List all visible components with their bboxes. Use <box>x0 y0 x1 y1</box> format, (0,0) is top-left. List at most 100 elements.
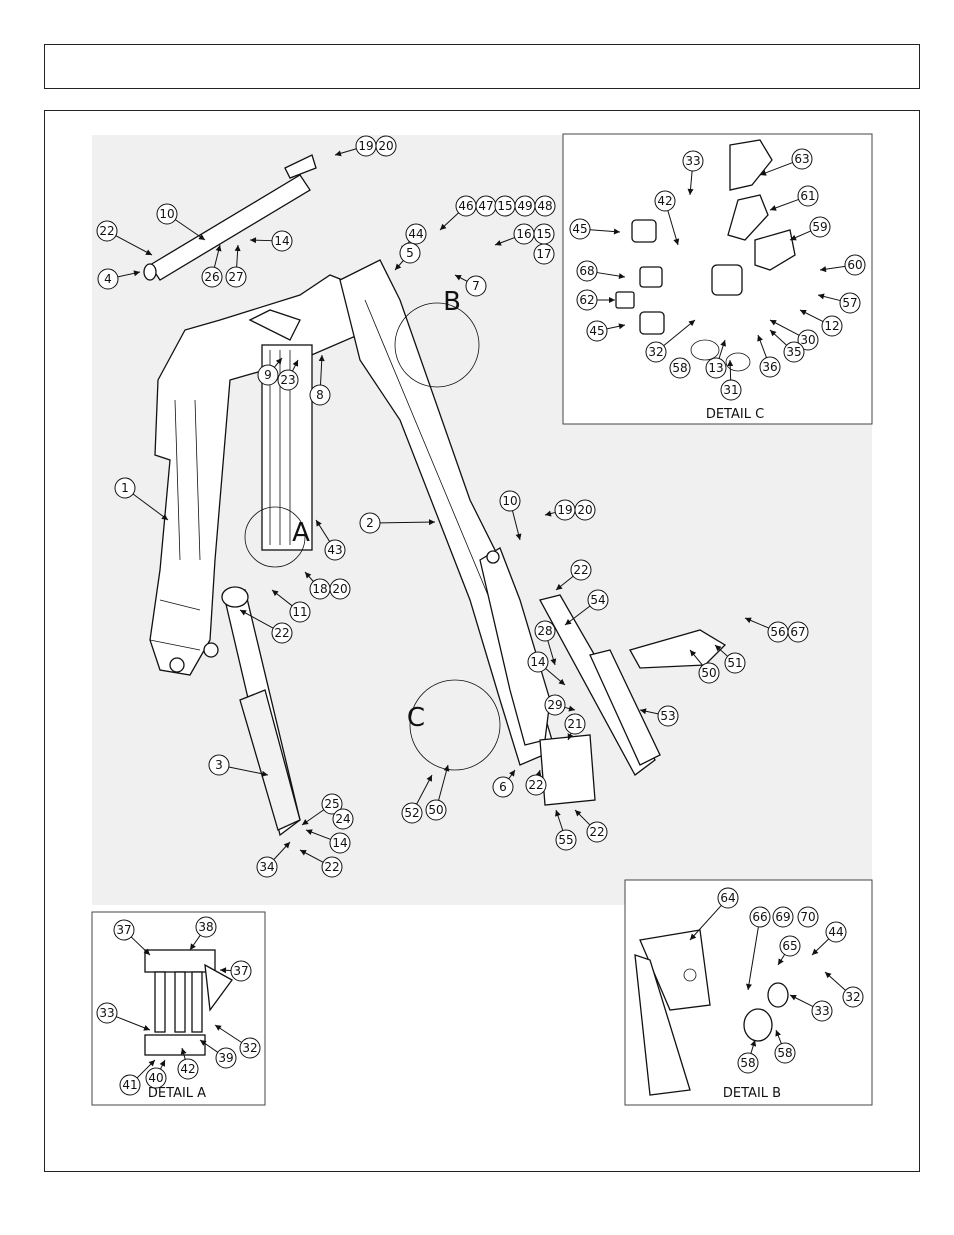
leader-arrowhead <box>775 1030 781 1037</box>
callout-main-5: 5 <box>394 242 421 271</box>
leader-arrowhead <box>613 228 620 235</box>
callout-main-24: 24 <box>332 808 354 830</box>
callout-circle <box>570 559 592 581</box>
callout-circle <box>96 220 118 242</box>
callout-main-16: 16 <box>494 223 535 246</box>
callout-detail-b-69: 69 <box>772 906 794 928</box>
top-cylinder-part <box>143 154 317 281</box>
leader-line <box>689 905 722 941</box>
callout-number: 44 <box>408 227 423 241</box>
callout-detail-b-65: 65 <box>777 935 801 966</box>
callout-number: 53 <box>660 709 675 723</box>
callout-number: 25 <box>324 797 339 811</box>
callout-circle <box>825 921 847 943</box>
callout-circle <box>256 856 278 878</box>
callout-detail-c-33: 33 <box>682 150 704 196</box>
callout-main-55: 55 <box>555 809 577 851</box>
callout-circle <box>842 986 864 1008</box>
callout-circle <box>645 341 667 363</box>
callout-detail-c-63: 63 <box>759 148 813 176</box>
callout-circle <box>669 357 691 379</box>
callout-number: 67 <box>790 625 805 639</box>
leader-arrowhead <box>180 1048 187 1055</box>
callout-number: 50 <box>428 803 443 817</box>
callout-number: 14 <box>332 836 347 850</box>
callout-main-53: 53 <box>639 705 679 727</box>
leader-arrowhead <box>198 234 205 240</box>
callout-number: 70 <box>800 910 815 924</box>
callout-number: 15 <box>536 227 551 241</box>
callout-main-47: 47 <box>475 195 497 217</box>
callout-circle <box>201 266 223 288</box>
callout-circle <box>405 223 427 245</box>
callout-circle <box>145 1067 167 1089</box>
callout-number: 42 <box>180 1062 195 1076</box>
callout-number: 42 <box>657 194 672 208</box>
callout-circle <box>772 906 794 928</box>
leader-arrowhead <box>800 310 807 316</box>
callout-detail-c-45: 45 <box>586 320 626 342</box>
callout-number: 45 <box>572 222 587 236</box>
callout-number: 43 <box>327 543 342 557</box>
callout-circle <box>113 919 135 941</box>
leader-arrowhead <box>820 266 827 273</box>
callout-main-14: 14 <box>249 230 293 252</box>
callout-number: 22 <box>274 626 289 640</box>
callout-number: 24 <box>335 812 350 826</box>
leader-arrowhead <box>306 829 313 835</box>
callout-circle <box>375 135 397 157</box>
leader-arrowhead <box>292 360 298 367</box>
callout-circle <box>797 906 819 928</box>
callout-number: 27 <box>228 270 243 284</box>
callout-circle <box>717 887 739 909</box>
callout-circle <box>682 150 704 172</box>
leader-arrowhead <box>261 770 268 777</box>
callout-main-20: 20 <box>375 135 397 157</box>
callout-main-50: 50 <box>689 649 720 684</box>
detail-b-plate <box>634 929 789 1096</box>
callout-number: 62 <box>579 293 594 307</box>
callout-circle <box>586 821 608 843</box>
leader-arrowhead <box>790 995 797 1001</box>
callout-circle <box>97 268 119 290</box>
callout-number: 37 <box>233 964 248 978</box>
leader-arrowhead <box>240 610 247 616</box>
leader-arrowhead <box>300 850 307 856</box>
callout-number: 64 <box>720 891 735 905</box>
callout-circle <box>797 185 819 207</box>
leader-arrowhead <box>720 340 727 347</box>
callout-main-22: 22 <box>555 559 592 591</box>
callout-number: 2 <box>366 516 374 530</box>
callout-number: 16 <box>516 227 531 241</box>
leader-arrowhead <box>618 273 625 280</box>
callout-number: 55 <box>558 833 573 847</box>
leader-arrowhead <box>568 705 575 712</box>
callout-number: 58 <box>777 1046 792 1060</box>
callout-detail-c-36: 36 <box>757 334 781 378</box>
callout-main-25: 25 <box>301 793 343 826</box>
callout-number: 3 <box>215 758 223 772</box>
leader-arrowhead <box>688 320 695 327</box>
leader-arrowhead <box>443 765 450 772</box>
callout-main-22: 22 <box>299 849 343 878</box>
callout-number: 30 <box>800 333 815 347</box>
callout-detail-c-42: 42 <box>654 190 680 246</box>
detail-c-circle <box>409 679 501 771</box>
leader-line <box>116 1016 151 1031</box>
callout-number: 47 <box>478 199 493 213</box>
leader-arrowhead <box>305 572 312 579</box>
callout-detail-c-30: 30 <box>769 319 819 351</box>
callout-main-3: 3 <box>208 754 269 777</box>
callout-number: 14 <box>530 655 545 669</box>
callout-number: 54 <box>590 593 605 607</box>
callout-number: 19 <box>358 139 373 153</box>
callout-number: 5 <box>406 246 414 260</box>
callout-circle <box>654 190 676 212</box>
detail-b-circle <box>394 302 480 388</box>
leader-arrowhead <box>690 650 697 657</box>
callout-detail-a-37: 37 <box>219 960 252 982</box>
callout-main-52: 52 <box>401 774 433 824</box>
callout-circle <box>821 315 843 337</box>
callout-detail-c-60: 60 <box>819 254 866 276</box>
callout-circle <box>783 341 805 363</box>
